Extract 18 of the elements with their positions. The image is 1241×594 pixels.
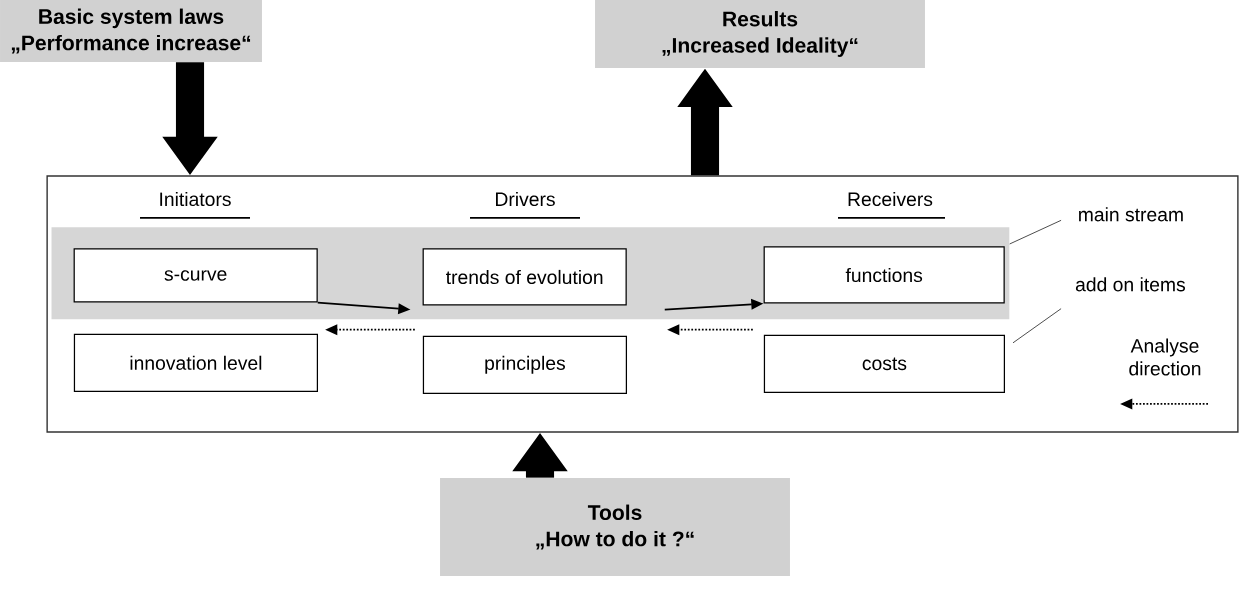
process-box: innovation level [73,333,318,392]
heading-banner: Basic system laws „Performance increase“ [0,0,262,62]
column-heading: Drivers [496,191,555,207]
leader-line [1012,308,1062,344]
process-box: s-curve [73,248,318,303]
heading-banner: Tools „How to do it ?“ [440,478,790,576]
legend-label: Analyse direction [1129,338,1201,376]
process-box: trends of evolution [422,248,627,306]
process-box: costs [763,334,1005,393]
callout-text: main stream [1079,207,1183,222]
frame-box [46,175,1239,433]
column-heading: Initiators [160,191,231,207]
process-box: functions [763,246,1005,304]
leader-line [1009,219,1062,245]
heading-banner: Results „Increased Ideality“ [595,0,925,68]
callout-text: add on items [1075,277,1185,292]
column-heading: Receivers [848,191,933,207]
process-box: principles [422,335,627,394]
